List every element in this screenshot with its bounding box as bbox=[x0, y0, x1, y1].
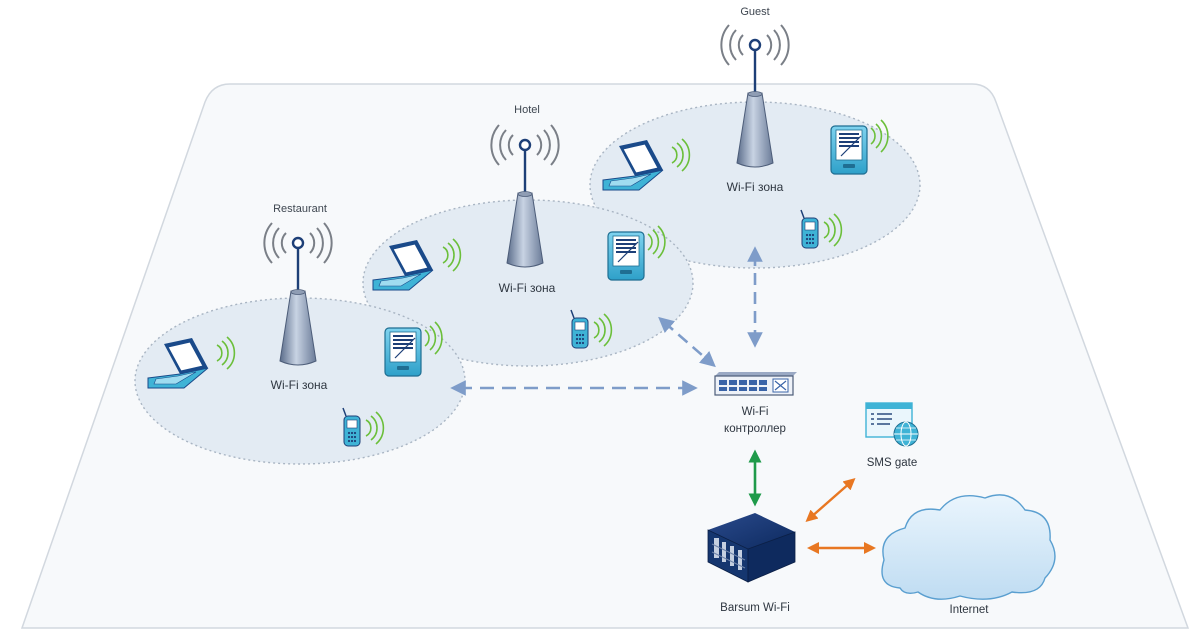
controller-label-line2: контроллер bbox=[724, 423, 786, 435]
link-arrow-hotel bbox=[658, 316, 716, 368]
zone-label-guest: Wi-Fi зона bbox=[726, 180, 784, 194]
site-label-restaurant: Restaurant bbox=[273, 203, 327, 215]
zone-label-restaurant: Wi-Fi зона bbox=[270, 378, 328, 392]
server-icon bbox=[707, 513, 796, 583]
cloud-icon bbox=[881, 494, 1056, 600]
sms-gate-label: SMS gate bbox=[866, 457, 918, 469]
sms-gateway-icon bbox=[865, 402, 919, 447]
site-label-hotel: Hotel bbox=[514, 104, 540, 116]
controller-label-line1: Wi-Fi bbox=[741, 406, 769, 418]
server-label: Barsum Wi-Fi bbox=[720, 602, 790, 614]
site-label-guest: Guest bbox=[740, 6, 770, 18]
zone-label-hotel: Wi-Fi зона bbox=[498, 281, 556, 295]
internet-label: Internet bbox=[949, 604, 989, 616]
switch-icon bbox=[714, 372, 797, 396]
link-arrow-server-sms bbox=[805, 478, 856, 522]
